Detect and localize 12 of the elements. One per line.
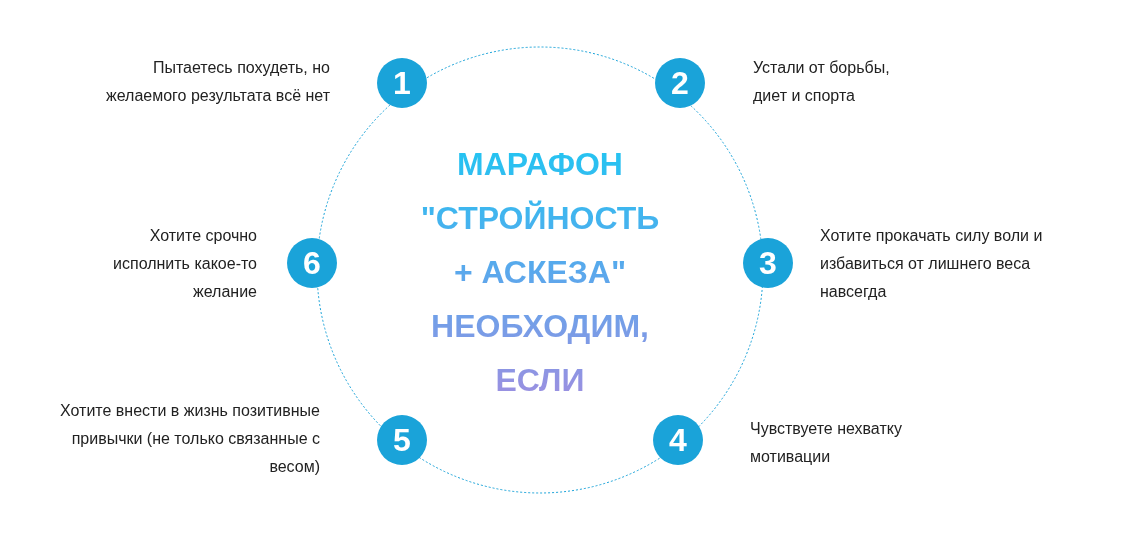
- caption-text: Хотите срочно исполнить какое-то желание: [112, 226, 257, 302]
- caption-text: Пытаетесь похудеть, но желаемого результата всё нет: [105, 58, 330, 106]
- number-badge: 4: [653, 415, 703, 465]
- caption-text: Чувствуете нехватку мотивации: [750, 419, 903, 467]
- caption-text: Хотите внести в жизнь позитивные привычки (не только связанные с весом): [59, 401, 320, 477]
- caption-text: Устали от борьбы, диет и спорта: [753, 58, 891, 106]
- number-badge: 3: [743, 238, 793, 288]
- number-badge: 2: [655, 58, 705, 108]
- number-badge: 5: [377, 415, 427, 465]
- number-badge: 6: [287, 238, 337, 288]
- number-badge: 1: [377, 58, 427, 108]
- caption-text: Хотите прокачать силу воли и избавиться от лишнего веса навсегда: [820, 226, 1044, 302]
